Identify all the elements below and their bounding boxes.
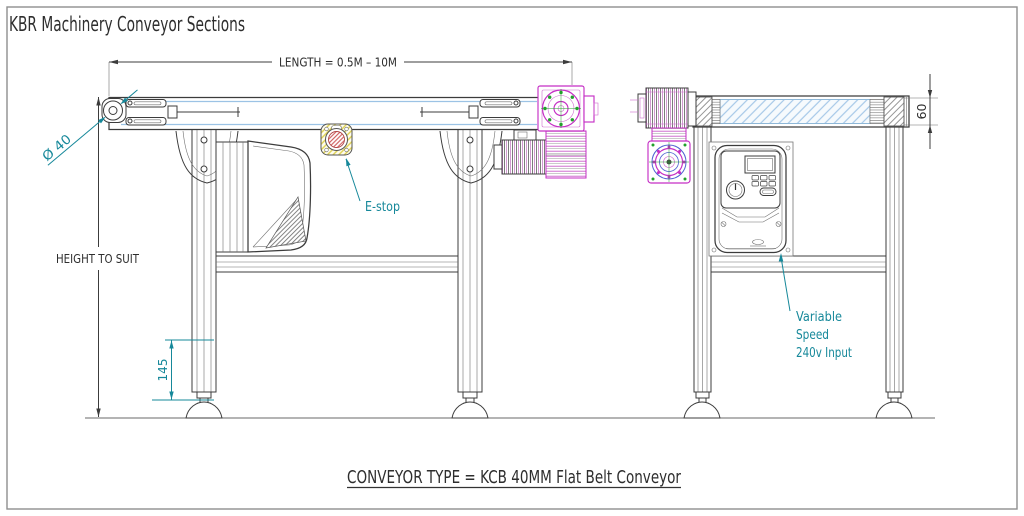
conveyor-beam <box>108 96 541 131</box>
length-dim-text: LENGTH = 0.5M – 10M <box>279 55 397 70</box>
vfd-side-panel <box>215 140 312 253</box>
footer-title: CONVEYOR TYPE = KCB 40MM Flat Belt Conve… <box>347 467 681 489</box>
vsd-label: Variable Speed 240v Input <box>778 253 852 361</box>
vsd-label-line3: 240v Input <box>796 345 852 361</box>
belt-cross-section <box>692 95 910 128</box>
height-note-text: HEIGHT TO SUIT <box>56 251 139 266</box>
estop-button <box>320 123 353 156</box>
vfd-speed-knob <box>726 180 745 200</box>
drive-gearbox <box>537 85 599 179</box>
drive-motor <box>493 129 547 175</box>
end-bracket-right <box>883 96 905 127</box>
leg-adjust-text: 145 <box>156 359 170 382</box>
pulley-dia-text: Ø 40 <box>40 132 75 165</box>
leg-near-right <box>885 126 904 393</box>
page-title: KBR Machinery Conveyor Sections <box>9 12 245 36</box>
footer-title-text: CONVEYOR TYPE = KCB 40MM Flat Belt Conve… <box>347 467 681 488</box>
adjustable-foot <box>683 391 721 419</box>
end-bracket-left <box>693 96 713 127</box>
thread-block <box>869 99 885 124</box>
adjustable-foot <box>875 391 913 419</box>
height-dimension: HEIGHT TO SUIT <box>56 97 139 417</box>
leg-left <box>191 129 217 393</box>
vfd-logo <box>752 239 764 245</box>
estop-label: E-stop <box>365 199 400 215</box>
vfd-display <box>744 155 776 174</box>
belt-tensioner-left <box>125 99 240 126</box>
adjustable-foot <box>451 391 489 419</box>
length-dimension: LENGTH = 0.5M – 10M <box>108 55 573 96</box>
side-view <box>101 85 599 419</box>
vfd-front-panel <box>708 141 794 257</box>
belt-depth-dimension: 60 <box>904 74 938 149</box>
belt-depth-text: 60 <box>915 104 929 120</box>
estop-leader: E-stop <box>345 158 400 215</box>
leg-adjust-dimension: 145 <box>152 339 214 401</box>
vsd-label-line1: Variable <box>796 309 842 325</box>
thread-block <box>711 99 721 124</box>
sheet-border <box>6 6 1018 510</box>
vfd-side-vent-hatch <box>265 196 307 249</box>
vsd-label-line2: Speed <box>796 327 829 343</box>
vfd-keypad <box>751 175 776 187</box>
leg-near-left <box>693 126 712 393</box>
idler-pulley <box>101 98 127 123</box>
belt-tensioner-right <box>420 99 521 126</box>
adjustable-foot <box>185 391 223 419</box>
cross-member <box>215 255 459 273</box>
drive-gearbox-end <box>647 127 691 184</box>
end-view <box>630 87 913 419</box>
cross-member <box>710 255 887 273</box>
drive-motor-end <box>630 87 697 129</box>
